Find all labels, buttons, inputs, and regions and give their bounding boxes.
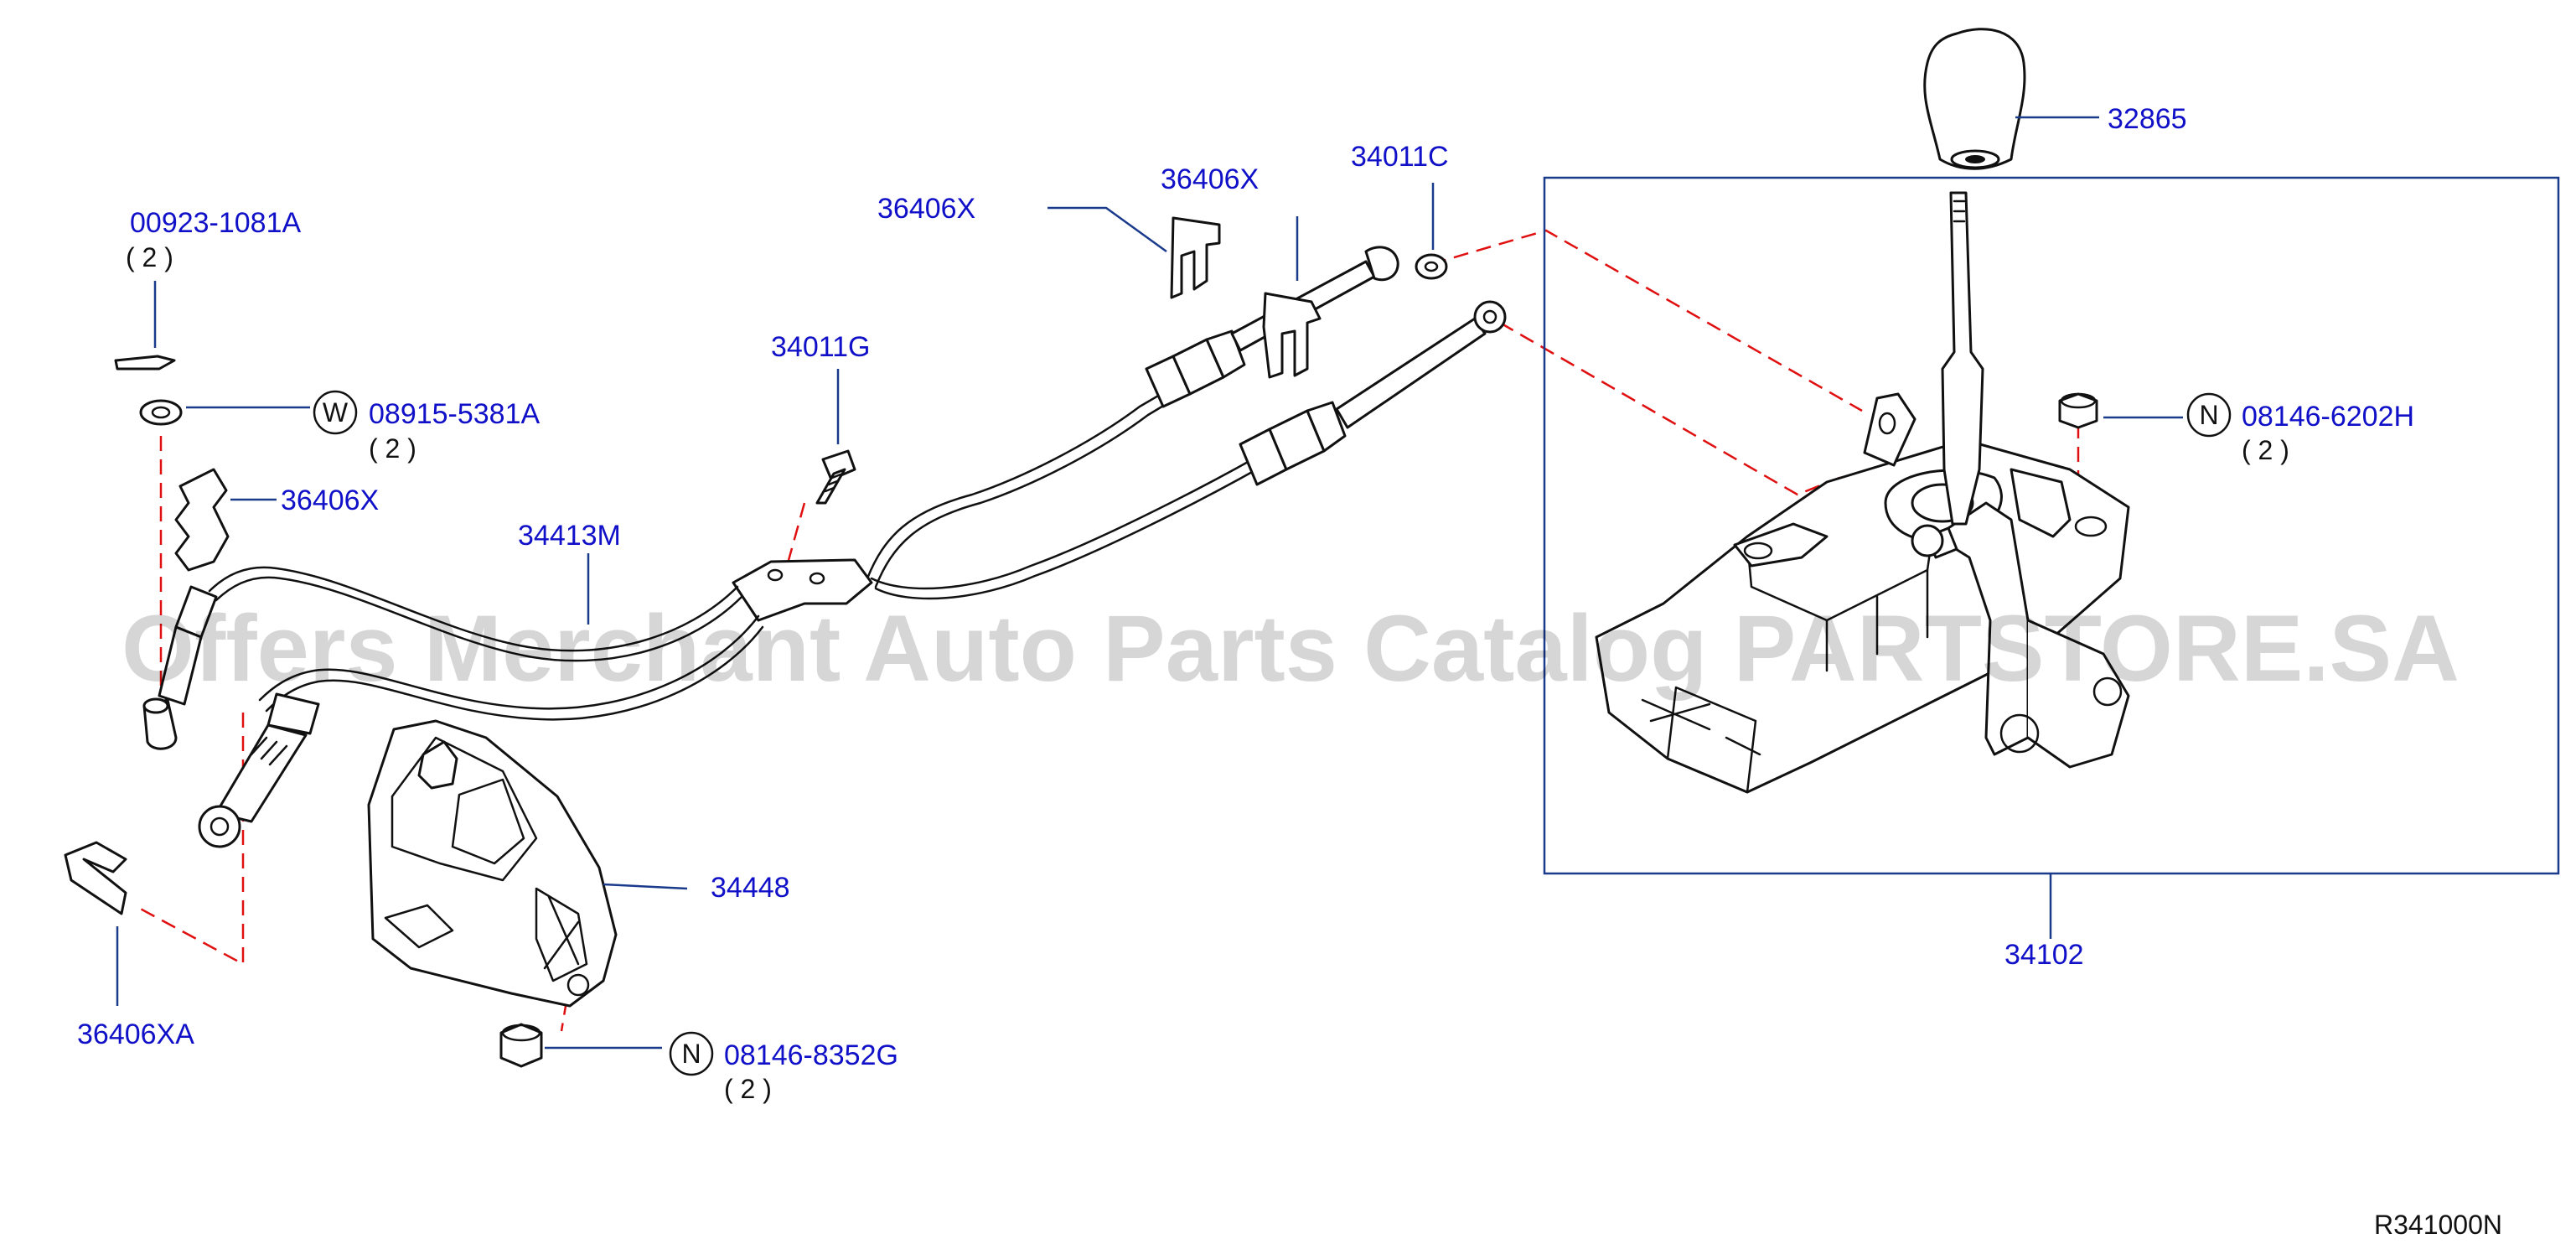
qty-08146-8352G: ( 2 ) <box>724 1074 772 1104</box>
label-08146-8352G: 08146-8352G <box>724 1039 898 1071</box>
label-36406X-mid: 36406X <box>877 193 975 225</box>
clip-36406X-top <box>1262 292 1322 379</box>
circle-prefixes <box>313 390 2232 1076</box>
shift-cables-upper <box>866 246 1507 600</box>
cable-bracket <box>732 558 873 622</box>
figure-reference: R341000N <box>2374 1210 2502 1240</box>
shifter-base-assembly <box>1595 191 2130 794</box>
prefix-n-08146-8352G: N <box>681 1039 701 1069</box>
mounting-bracket-34448 <box>367 719 618 1008</box>
label-36406X-left: 36406X <box>281 485 379 516</box>
label-08146-6202H: 08146-6202H <box>2242 401 2414 433</box>
washer-34011C <box>1415 253 1448 280</box>
clip-36406X-left <box>174 468 230 572</box>
label-34102: 34102 <box>2004 939 2084 971</box>
label-34413M: 34413M <box>518 520 621 552</box>
clip-36406XA <box>64 841 127 915</box>
label-08915-5381A: 08915-5381A <box>369 398 541 430</box>
watermark: Offers Merchant Auto Parts Catalog PARTS… <box>122 596 2460 701</box>
prefix-w-08915-5381A: W <box>323 397 349 428</box>
part-labels: 00923-1081A ( 2 ) W 08915-5381A ( 2 ) 36… <box>77 103 2502 1240</box>
label-34448: 34448 <box>711 872 790 904</box>
label-36406XA: 36406XA <box>77 1019 194 1050</box>
washer-08915-5381A <box>139 399 183 426</box>
cable-34413M <box>142 566 764 848</box>
clip-00923-1081A <box>114 355 176 371</box>
label-32865: 32865 <box>2108 103 2187 135</box>
clip-36406X-mid <box>1170 216 1221 299</box>
shift-knob <box>1923 28 2026 170</box>
hex-nut-lower <box>499 1023 543 1068</box>
qty-08915-5381A: ( 2 ) <box>369 433 416 464</box>
label-34011G: 34011G <box>771 331 870 363</box>
label-34011C: 34011C <box>1351 141 1449 173</box>
qty-00923-1081A: ( 2 ) <box>126 242 173 272</box>
leader-lines <box>116 116 2183 1050</box>
qty-08146-6202H: ( 2 ) <box>2242 435 2289 465</box>
label-00923-1081A: 00923-1081A <box>130 207 302 239</box>
label-36406X-top: 36406X <box>1161 163 1259 195</box>
hex-nut-right <box>2058 392 2098 429</box>
prefix-n-08146-6202H: N <box>2199 400 2218 430</box>
bolt-34011G <box>815 449 856 505</box>
